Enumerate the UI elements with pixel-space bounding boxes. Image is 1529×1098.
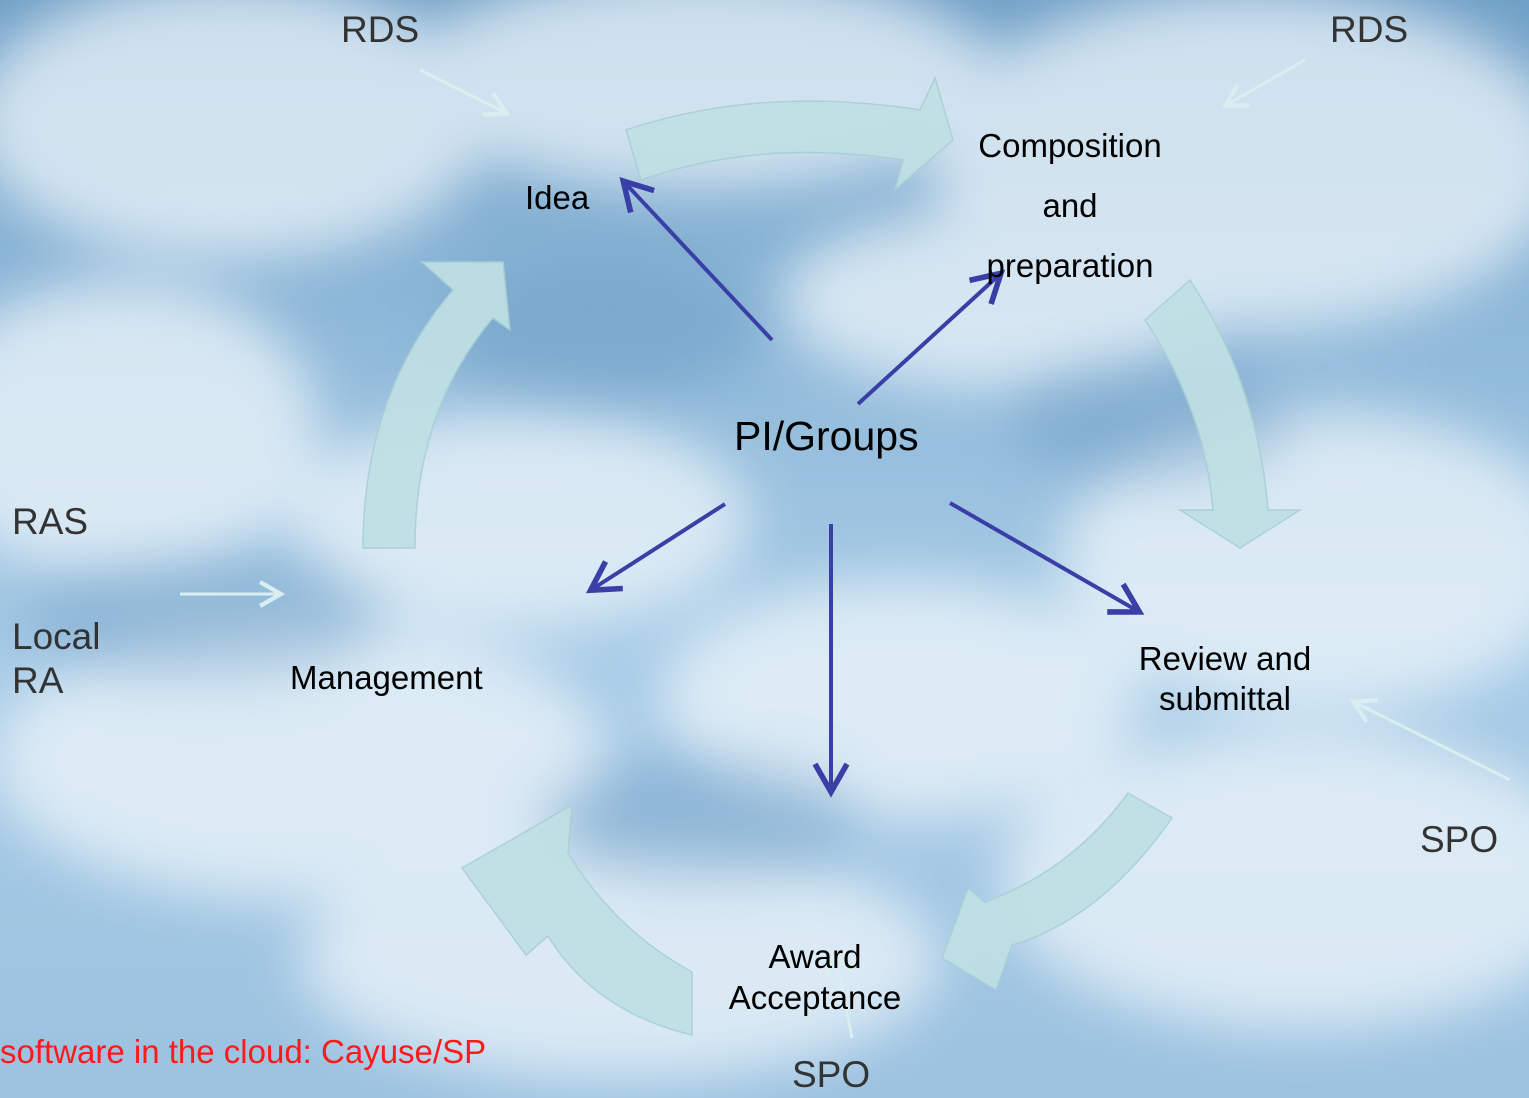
stage-label-award: Award Acceptance — [690, 936, 940, 1018]
cycle-arrow-review-to-award — [941, 792, 1174, 992]
actor-label-local-ra-line-1: Local — [12, 616, 101, 657]
spoke-arrow-to-composition — [856, 269, 1006, 406]
spoke-arrow-to-review — [949, 501, 1145, 615]
spoke-arrow-to-management — [585, 502, 727, 594]
stage-label-management: Management — [290, 659, 483, 696]
actor-label-spo-right: SPO — [1420, 819, 1499, 860]
stage-label-composition-line-2: and — [1042, 187, 1098, 224]
stage-label-composition-line-1: Composition — [978, 127, 1162, 164]
center-node-pi-groups: PI/Groups — [734, 413, 919, 459]
actor-arrow-rds-right — [1221, 58, 1306, 108]
stage-label-composition: Composition and preparation — [940, 116, 1200, 296]
stage-label-review: Review and submittal — [1105, 639, 1345, 719]
cycle-arrow-idea-to-composition — [625, 75, 954, 193]
actor-label-ras: RAS — [12, 501, 89, 542]
cycle-arrow-award-to-management — [460, 803, 693, 1036]
stage-label-idea: Idea — [525, 179, 590, 216]
actor-label-spo-bottom: SPO — [792, 1054, 871, 1095]
footer-note: software in the cloud: Cayuse/SP — [0, 1033, 487, 1070]
stage-label-award-line-1: Award — [768, 938, 862, 975]
stage-label-composition-line-3: preparation — [986, 247, 1154, 284]
stage-label-review-line-1: Review and — [1138, 640, 1312, 677]
actor-label-local-ra: Local RA — [12, 615, 100, 703]
cycle-arrow-management-to-idea — [362, 261, 511, 549]
actor-arrow-spo-right — [1349, 698, 1511, 782]
spoke-arrow-to-idea — [619, 176, 774, 342]
actor-label-rds-left: RDS — [341, 9, 420, 50]
actor-arrow-spo-bottom — [825, 948, 854, 1039]
actor-label-rds-right: RDS — [1330, 9, 1409, 50]
stage-label-award-line-2: Acceptance — [728, 979, 902, 1016]
stage-label-review-line-2: submittal — [1158, 680, 1292, 717]
actor-arrow-rds-left — [419, 68, 511, 117]
cycle-arrow-composition-to-review — [1144, 278, 1303, 549]
actor-label-local-ra-line-2: RA — [12, 660, 64, 701]
